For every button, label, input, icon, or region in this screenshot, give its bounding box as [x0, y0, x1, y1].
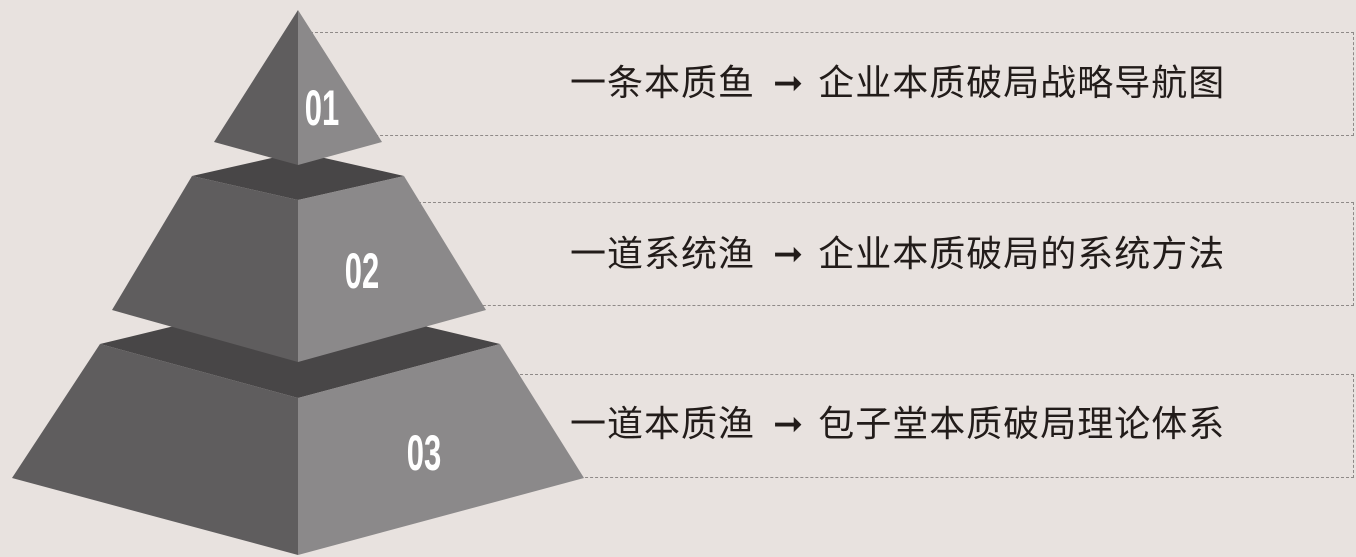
tier-1-right-face	[298, 10, 382, 165]
arrow-right-icon: ➞	[773, 63, 805, 104]
tier-2-title: 一道系统渔	[570, 234, 756, 275]
tier-3-title: 一道本质渔	[570, 404, 756, 445]
tier-1-number: 01	[305, 79, 339, 135]
tier-2-left-face	[112, 176, 298, 362]
tier-1-left-face	[214, 10, 298, 165]
tier-3-description: 包子堂本质破局理论体系	[818, 404, 1226, 445]
tier-3-number: 03	[407, 424, 441, 480]
tier-1-description: 企业本质破局战略导航图	[818, 63, 1226, 104]
tier-3-label: 一道本质渔 ➞ 包子堂本质破局理论体系	[570, 395, 1225, 455]
arrow-right-icon: ➞	[773, 234, 805, 275]
tier-2-label: 一道系统渔 ➞ 企业本质破局的系统方法	[570, 225, 1225, 285]
pyramid-tier-2	[112, 152, 486, 362]
tier-2-description: 企业本质破局的系统方法	[818, 234, 1226, 275]
pyramid-graphic: 01 02 03	[12, 10, 584, 555]
tier-2-number: 02	[345, 242, 379, 298]
row-box-1	[300, 32, 1354, 136]
tier-1-title: 一条本质鱼	[570, 63, 756, 104]
arrow-right-icon: ➞	[773, 404, 805, 445]
row-box-2	[418, 202, 1354, 306]
tier-3-right-face	[298, 344, 584, 555]
tier-1-label: 一条本质鱼 ➞ 企业本质破局战略导航图	[570, 54, 1225, 114]
tier-3-left-face	[12, 344, 298, 555]
pyramid-tier-1	[214, 10, 382, 165]
tier-2-right-face	[298, 176, 486, 362]
row-box-3	[520, 374, 1354, 478]
